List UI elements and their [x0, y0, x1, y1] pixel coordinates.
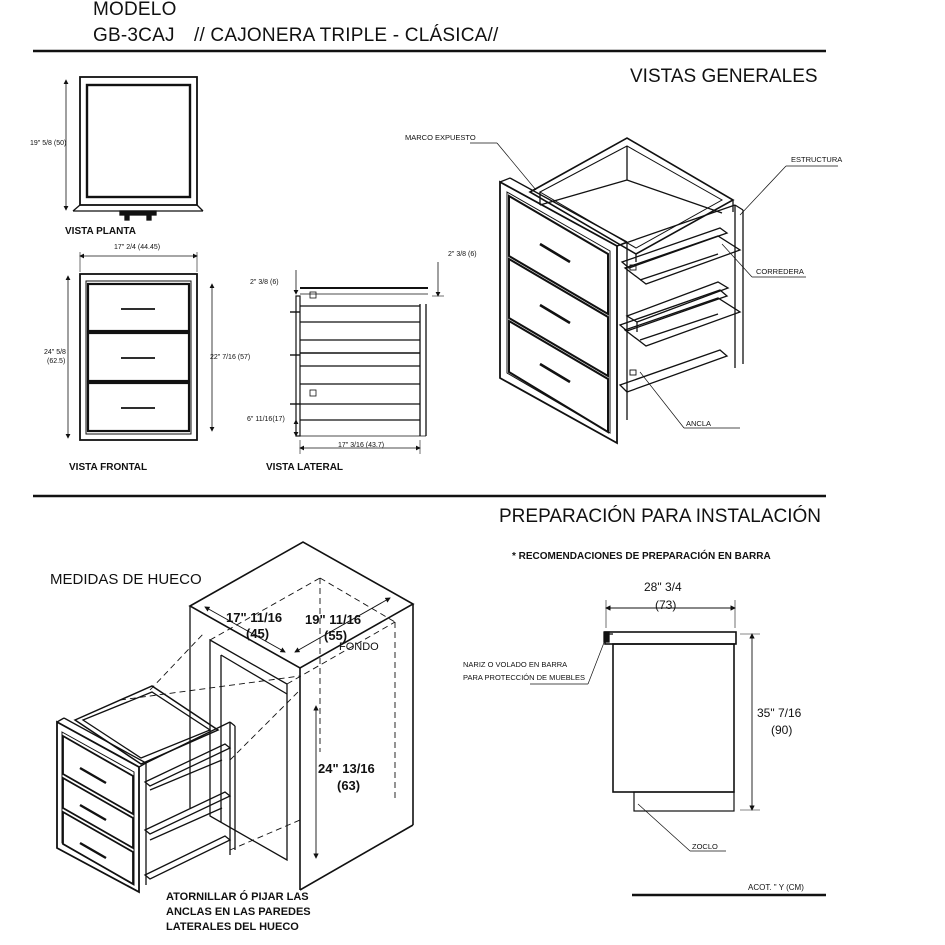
callout-slide: CORREDERA: [756, 267, 804, 276]
opening-width-metric: (45): [246, 626, 270, 641]
isometric-drawing: [470, 137, 838, 445]
opening-depth-imperial: 19" 11/16: [305, 612, 362, 627]
opening-height-metric: (63): [337, 778, 361, 793]
side-top-dim-right: 2" 3/8 (6): [448, 251, 477, 258]
plan-view-drawing: [63, 76, 204, 221]
opening-drawing: [56, 541, 415, 894]
callout-structure: ESTRUCTURA: [791, 155, 843, 164]
plan-view-caption: VISTA PLANTA: [65, 226, 136, 237]
opening-width-imperial: 17" 11/16: [226, 610, 283, 625]
installation-title: PREPARACIÓN PARA INSTALACIÓN: [499, 506, 822, 527]
front-height-dim-1: 24" 5/8: [44, 349, 66, 356]
general-views-title: VISTAS GENERALES: [630, 66, 818, 87]
bar-nose-note-2: PARA PROTECCIÓN DE MUEBLES: [463, 673, 585, 682]
opening-note-2: ANCLAS EN LAS PAREDES: [166, 906, 311, 918]
model-code: GB-3CAJ: [93, 25, 175, 46]
opening-title: MEDIDAS DE HUECO: [50, 571, 202, 588]
side-view-caption: VISTA LATERAL: [266, 462, 344, 473]
bar-height-imperial: 35" 7/16: [757, 706, 802, 720]
side-view-drawing: [290, 262, 444, 454]
bar-width-metric: (73): [655, 598, 677, 612]
bar-height-metric: (90): [771, 723, 793, 737]
opening-note-1: ATORNILLAR Ó PIJAR LAS: [166, 891, 309, 903]
side-top-dim-left: 2" 3/8 (6): [250, 279, 279, 286]
opening-note-3: LATERALES DEL HUECO: [166, 921, 299, 933]
model-name: // CAJONERA TRIPLE - CLÁSICA//: [194, 25, 499, 46]
callout-frame: MARCO EXPUESTO: [405, 133, 476, 142]
callout-anchor: ANCLA: [686, 419, 712, 428]
front-view-drawing: [65, 252, 215, 441]
side-depth-dim: 17" 3/16 (43.7): [338, 442, 385, 449]
bar-drawing: [530, 600, 760, 852]
opening-height-imperial: 24" 13/16: [318, 761, 375, 776]
front-view-caption: VISTA FRONTAL: [69, 462, 148, 473]
side-bottom-dim: 6" 11/16(17): [247, 416, 285, 423]
installation-recommendation: * RECOMENDACIONES DE PREPARACIÓN EN BARR…: [512, 551, 771, 562]
opening-depth-metric: (55): [324, 628, 348, 643]
opening-depth-label: FONDO: [339, 641, 379, 653]
bar-width-imperial: 28" 3/4: [644, 580, 682, 594]
front-width-dim: 17" 2/4 (44.45): [114, 244, 161, 251]
model-label: MODELO: [93, 0, 177, 20]
bar-nose-note-1: NARIZ O VOLADO EN BARRA: [463, 660, 568, 669]
units-note: ACOT. " Y (CM): [748, 883, 804, 892]
front-inner-height-dim: 22" 7/16 (57): [210, 354, 251, 361]
plinth-label: ZOCLO: [692, 842, 718, 851]
plan-depth-dim: 19" 5/8 (50): [30, 140, 67, 147]
front-height-dim-2: (62.5): [47, 358, 66, 365]
